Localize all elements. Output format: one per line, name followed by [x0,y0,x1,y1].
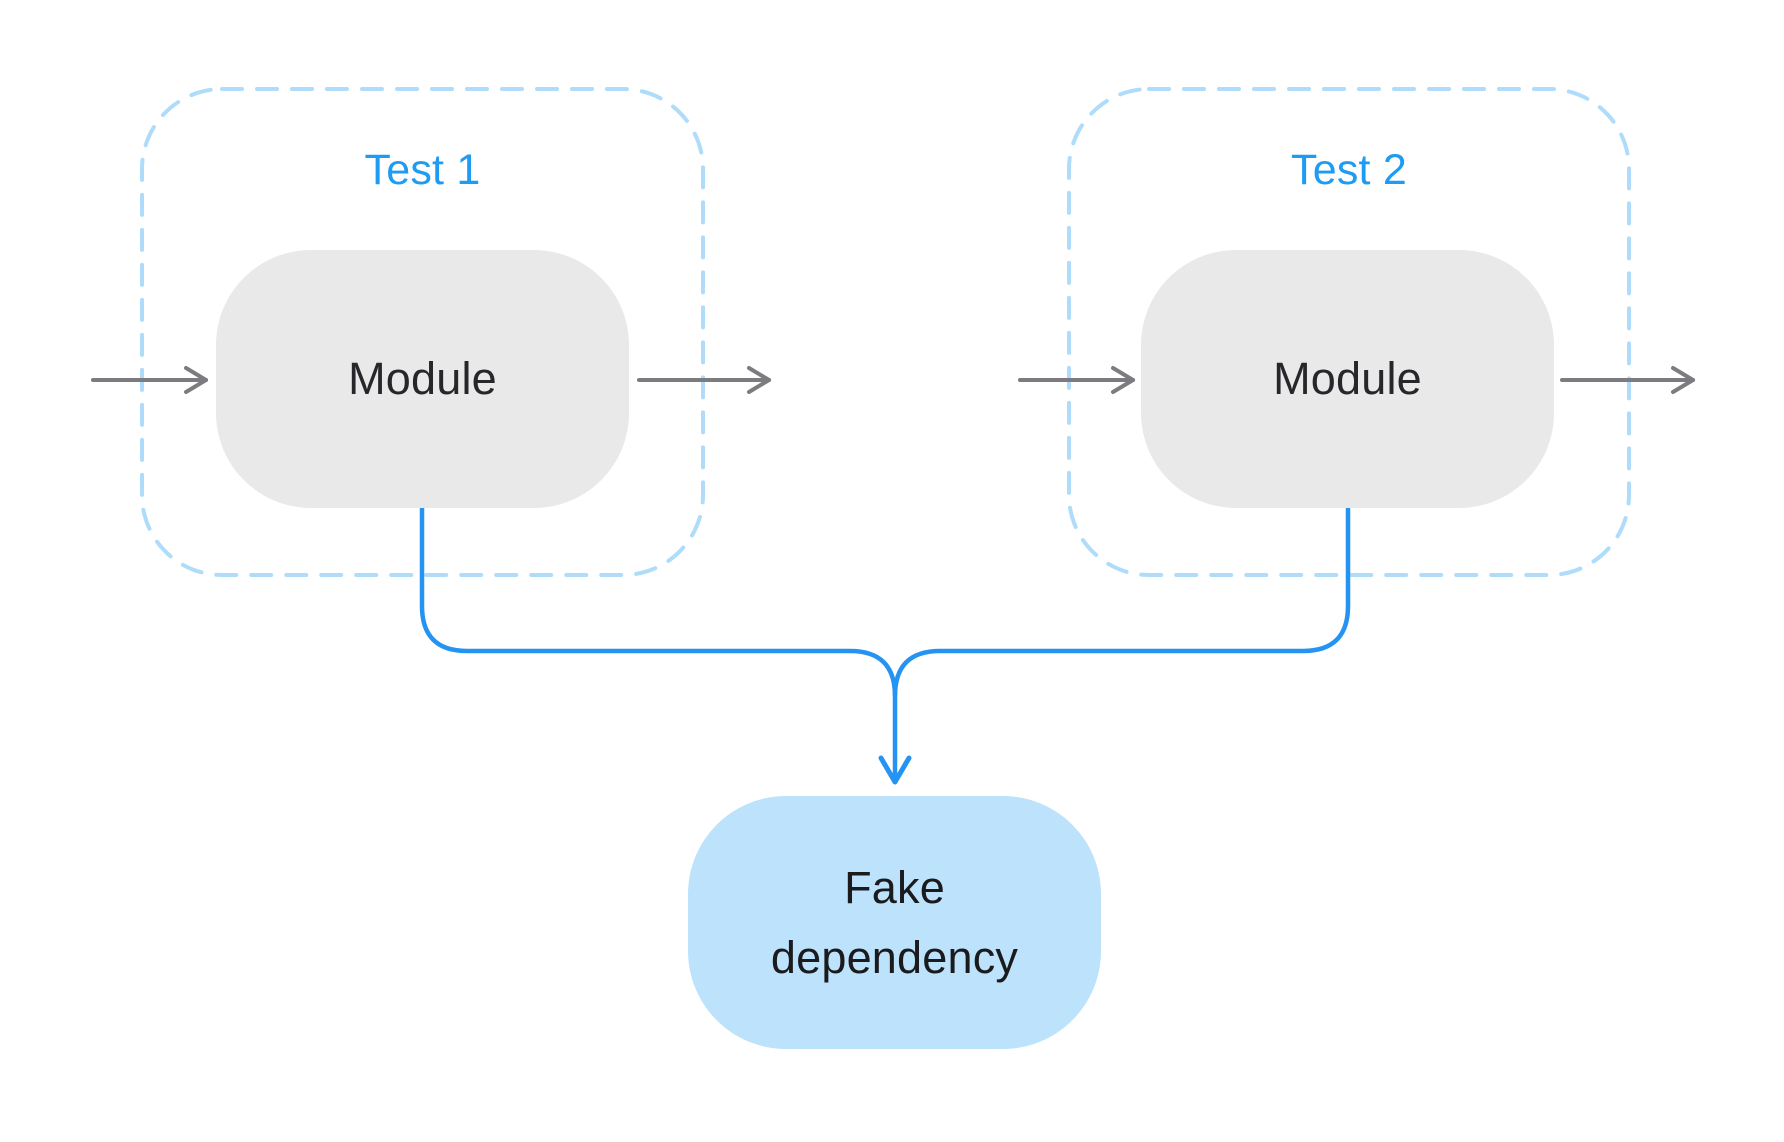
test1-module-box: Module [216,250,629,508]
fake-dependency-label-line2: dependency [770,931,1019,983]
module2-to-fake-connector [892,505,1351,699]
module1-to-fake-connector [419,505,912,785]
test2-module-label: Module [1273,353,1422,404]
test1-module-label: Module [348,353,497,404]
fake-dependency-label-line1: Fake [844,861,945,913]
test1-label: Test 1 [364,146,481,194]
test2-module-box: Module [1141,250,1554,508]
fake-dependency-box: Fake dependency [688,796,1101,1049]
test2-label: Test 2 [1291,146,1407,194]
